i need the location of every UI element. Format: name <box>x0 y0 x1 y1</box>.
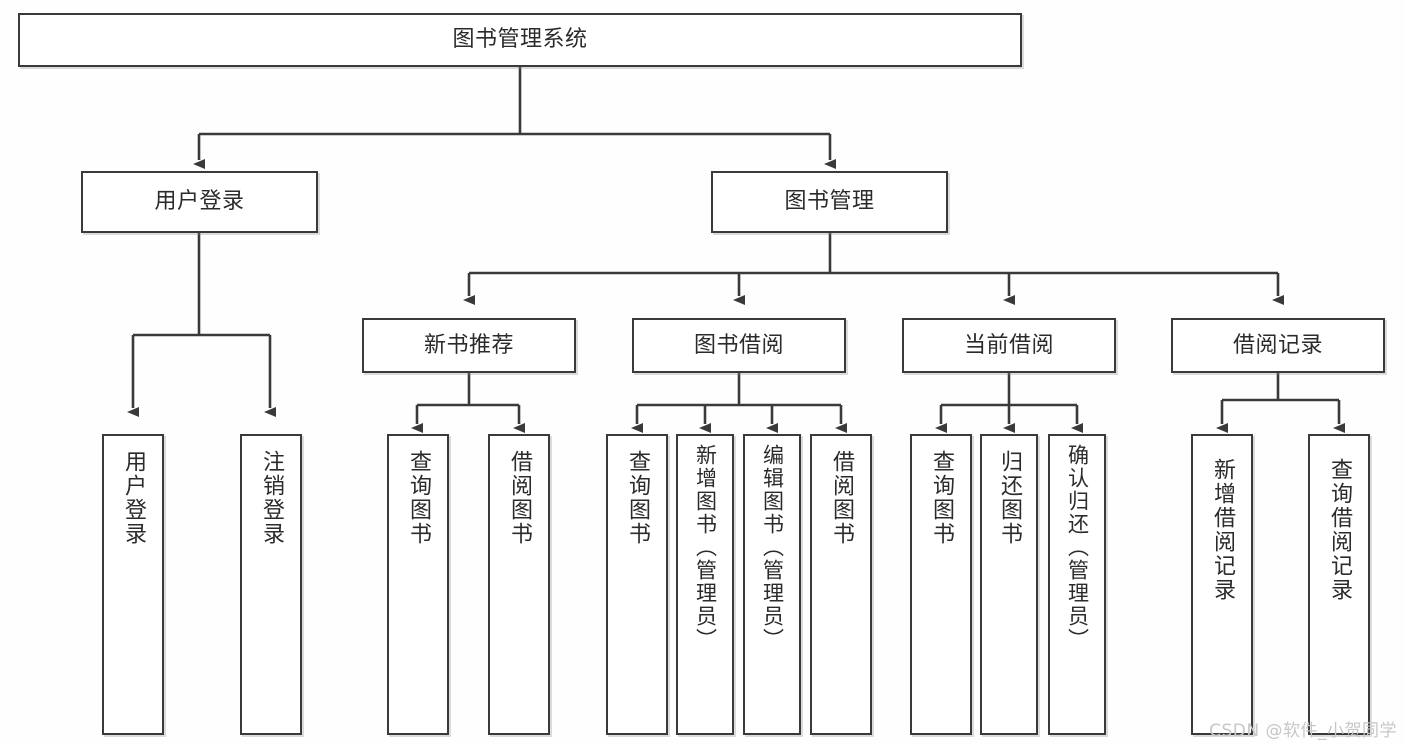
node-leaf-add-record-label: 新增借阅记录 <box>1210 458 1235 602</box>
node-leaf-return-book[interactable]: 归还图书 <box>980 434 1038 735</box>
node-leaf-borrow-book-1-label: 借阅图书 <box>507 450 532 546</box>
node-leaf-user-login[interactable]: 用户登录 <box>102 434 164 735</box>
node-current-borrow-label: 当前借阅 <box>963 332 1054 358</box>
node-new-book-recommend[interactable]: 新书推荐 <box>362 318 576 373</box>
node-current-borrow[interactable]: 当前借阅 <box>902 318 1116 373</box>
node-leaf-query-book-2-label: 查询图书 <box>625 450 650 546</box>
node-book-borrow-label: 图书借阅 <box>693 332 784 358</box>
node-new-book-recommend-label: 新书推荐 <box>423 332 514 358</box>
node-leaf-query-book-1-label: 查询图书 <box>406 450 431 546</box>
node-leaf-confirm-return[interactable]: 确认归还（管理员） <box>1048 434 1106 735</box>
node-borrow-record-label: 借阅记录 <box>1232 332 1323 358</box>
node-book-manage-label: 图书管理 <box>784 189 875 215</box>
node-leaf-confirm-return-label: 确认归还（管理员） <box>1065 444 1090 651</box>
node-leaf-query-book-1[interactable]: 查询图书 <box>387 434 449 735</box>
node-root[interactable]: 图书管理系统 <box>18 13 1022 67</box>
node-leaf-borrow-book-2[interactable]: 借阅图书 <box>810 434 872 735</box>
node-leaf-logout[interactable]: 注销登录 <box>240 434 302 735</box>
node-user-login-label: 用户登录 <box>154 189 245 215</box>
node-book-borrow[interactable]: 图书借阅 <box>632 318 846 373</box>
node-leaf-borrow-book-2-label: 借阅图书 <box>829 450 854 546</box>
node-leaf-user-login-label: 用户登录 <box>121 450 146 546</box>
node-borrow-record[interactable]: 借阅记录 <box>1171 318 1385 373</box>
watermark: CSDN @软件_小贺同学 <box>1209 721 1397 741</box>
node-leaf-return-book-label: 归还图书 <box>997 450 1022 546</box>
node-leaf-logout-label: 注销登录 <box>259 450 284 546</box>
node-leaf-edit-book-label: 编辑图书（管理员） <box>760 444 785 651</box>
node-leaf-add-book-label: 新增图书（管理员） <box>693 444 718 651</box>
node-leaf-add-book[interactable]: 新增图书（管理员） <box>676 434 734 735</box>
node-leaf-add-record[interactable]: 新增借阅记录 <box>1191 434 1253 735</box>
node-leaf-query-record-label: 查询借阅记录 <box>1327 458 1352 602</box>
node-leaf-query-book-3[interactable]: 查询图书 <box>910 434 972 735</box>
node-book-manage[interactable]: 图书管理 <box>711 171 948 233</box>
node-leaf-query-book-3-label: 查询图书 <box>929 450 954 546</box>
node-root-label: 图书管理系统 <box>452 27 588 53</box>
node-leaf-query-record[interactable]: 查询借阅记录 <box>1308 434 1370 735</box>
node-leaf-query-book-2[interactable]: 查询图书 <box>606 434 668 735</box>
node-leaf-borrow-book-1[interactable]: 借阅图书 <box>488 434 550 735</box>
node-leaf-edit-book[interactable]: 编辑图书（管理员） <box>743 434 801 735</box>
node-user-login[interactable]: 用户登录 <box>81 171 318 233</box>
